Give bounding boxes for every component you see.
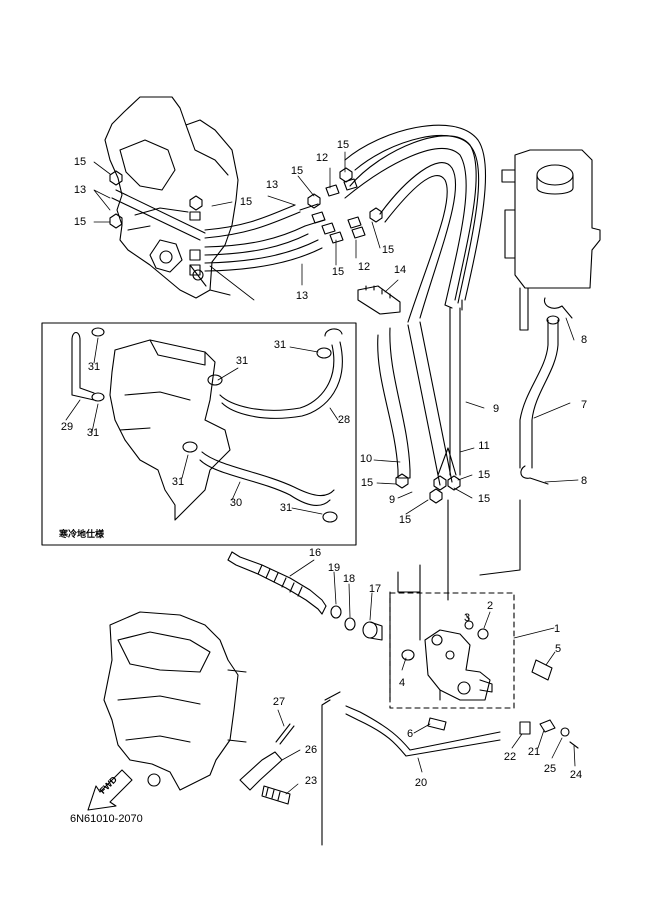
lower-engine-block (103, 611, 247, 791)
fuel-tank (501, 149, 601, 331)
cold-climate-inset (41, 322, 357, 546)
leader-lines (65, 151, 579, 795)
fuel-hoses-13 (111, 124, 487, 323)
lever-parts (239, 723, 295, 805)
fuel-pump (424, 629, 493, 701)
fuel-line-20 (321, 499, 579, 846)
upper-engine-block (104, 96, 239, 299)
hose-fittings (109, 167, 461, 504)
hose-holder-14 (357, 285, 401, 315)
pump-seal-parts (330, 605, 415, 661)
fuel-pump-assembly-box (389, 592, 515, 709)
cam-shaft-16 (227, 551, 327, 615)
forward-arrow (87, 769, 133, 811)
tank-hose-7 (519, 297, 573, 485)
hoses-9-10-11 (377, 299, 463, 486)
pump-hardware (427, 620, 553, 731)
